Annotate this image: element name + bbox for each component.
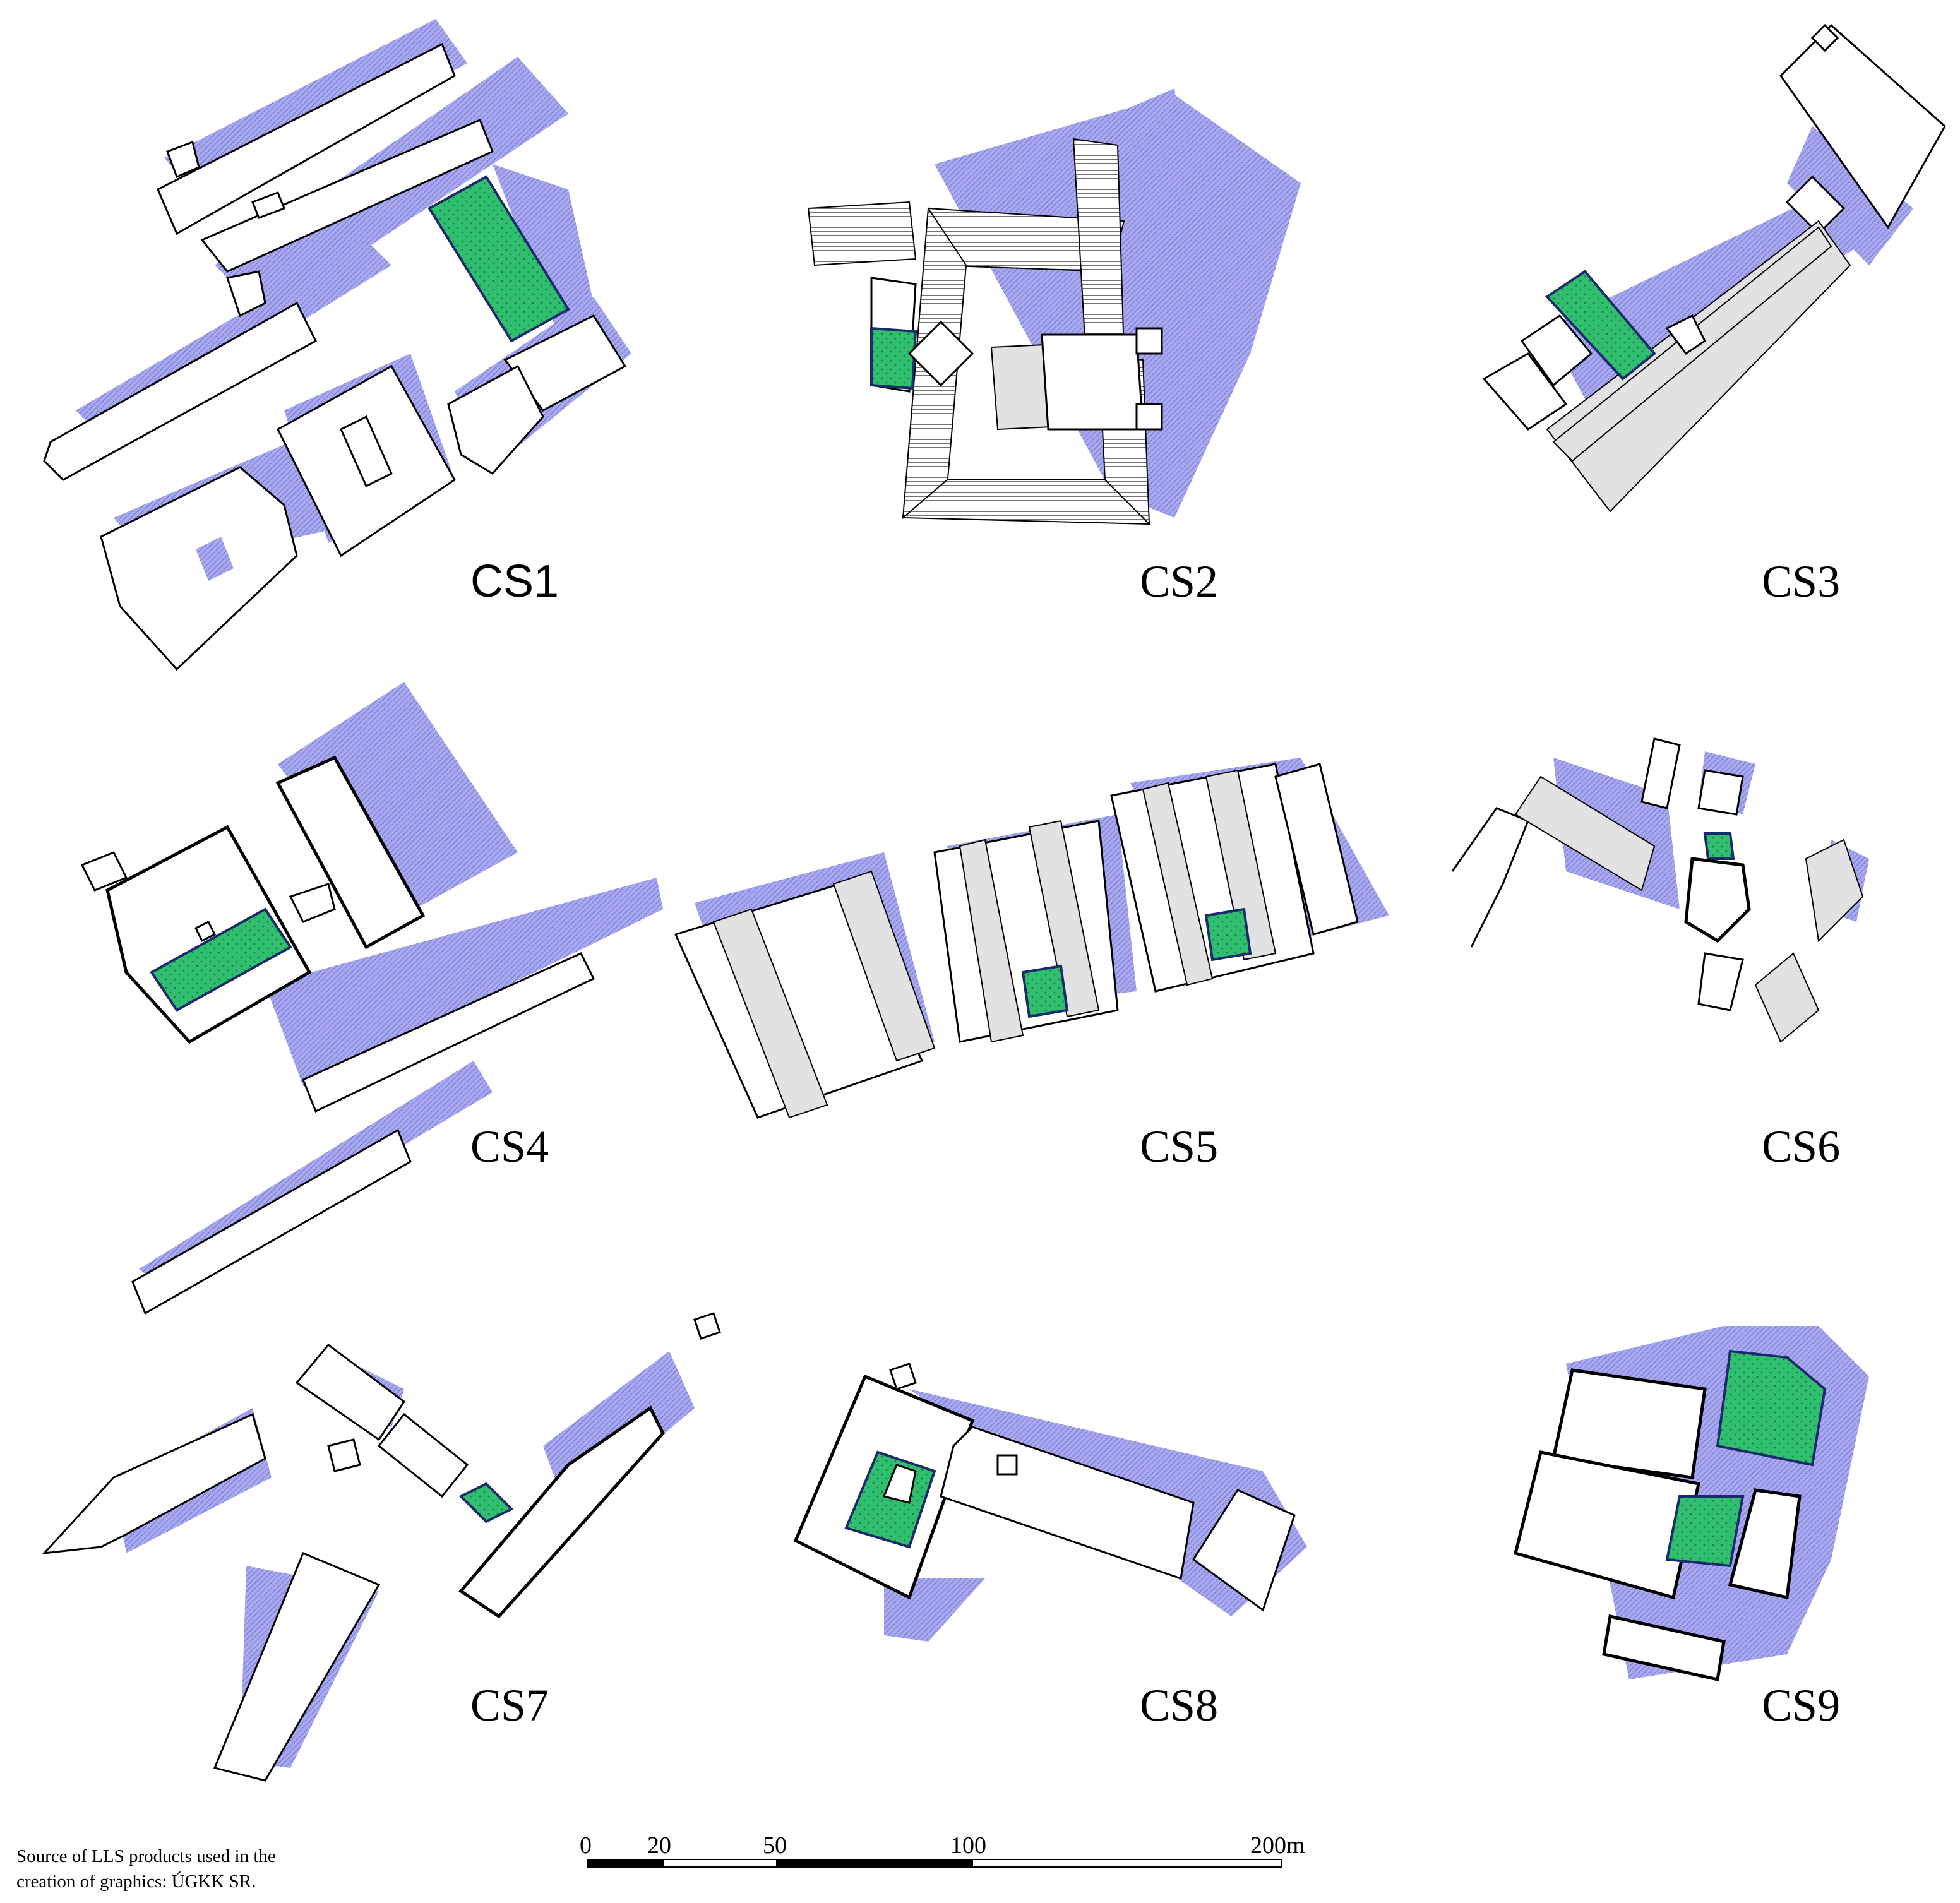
scale-tick-label: 50 — [763, 1832, 787, 1859]
tower — [996, 1454, 1018, 1476]
boundary-line — [1451, 807, 1529, 948]
panel-label: CS7 — [470, 1680, 549, 1731]
building — [882, 1464, 917, 1504]
scale-segment — [972, 1859, 1282, 1868]
source-note: Source of LLS products used in the creat… — [16, 1844, 276, 1894]
panel-label: CS2 — [1140, 556, 1218, 607]
building-roof — [959, 838, 1024, 1043]
panel-cs8: CS8 — [793, 1363, 1307, 1731]
building — [43, 301, 317, 481]
building — [1274, 763, 1359, 936]
building — [1041, 333, 1144, 431]
courtyard-green — [1665, 1495, 1745, 1568]
scale-segment — [587, 1859, 664, 1868]
tower — [1135, 327, 1163, 355]
building — [100, 466, 298, 671]
panel-label: CS5 — [1140, 1121, 1218, 1172]
panel-label: CS9 — [1762, 1680, 1840, 1731]
building — [166, 141, 200, 178]
building — [1551, 1368, 1707, 1479]
panel-label: CS6 — [1762, 1121, 1840, 1172]
building — [1520, 314, 1593, 387]
building — [1665, 314, 1706, 355]
building — [1684, 857, 1751, 943]
panel-cs5: CS5 — [674, 758, 1389, 1172]
panel-cs1: CS1 — [43, 19, 631, 671]
building-roof — [712, 908, 828, 1119]
scale-segment — [662, 1859, 777, 1868]
courtyard-green — [870, 326, 917, 390]
scale-segment — [776, 1859, 973, 1868]
source-note-line: Source of LLS products used in the — [16, 1846, 276, 1866]
courtyard-green — [1703, 832, 1735, 860]
building — [251, 191, 285, 219]
building — [295, 1343, 406, 1441]
scale-tick-label: 200m — [1250, 1832, 1305, 1859]
panel-label: CS1 — [470, 556, 559, 607]
panel-cs6: CS6 — [1451, 737, 1869, 1172]
building — [327, 1438, 361, 1472]
scale-tick-label: 20 — [647, 1832, 671, 1859]
courtyard-green — [427, 175, 570, 343]
panel-cs9: CS9 — [1513, 1326, 1869, 1731]
building — [1697, 952, 1744, 1011]
building — [1779, 23, 1946, 229]
building — [1513, 1450, 1700, 1600]
courtyard-green — [458, 1482, 514, 1524]
monument-icon — [194, 920, 217, 943]
building — [1640, 737, 1681, 809]
building — [289, 883, 336, 923]
building — [340, 415, 393, 488]
courtyard-green — [1021, 964, 1069, 1018]
building-roof — [1028, 820, 1100, 1018]
scale-tick-label: 0 — [580, 1832, 592, 1859]
building — [80, 851, 128, 892]
building — [226, 270, 266, 318]
building-cross — [907, 320, 974, 387]
courtyard-green — [150, 907, 292, 1012]
building — [377, 1412, 469, 1498]
building — [1602, 1614, 1726, 1682]
building — [447, 364, 544, 475]
building — [200, 119, 494, 273]
building — [1728, 1488, 1802, 1600]
building — [131, 1128, 412, 1315]
panel-label: CS8 — [1140, 1680, 1218, 1731]
building-roof — [1754, 952, 1820, 1043]
building-roof — [1805, 838, 1864, 943]
building — [1785, 175, 1846, 236]
building — [275, 755, 426, 950]
building — [458, 1405, 665, 1619]
courtyard-green — [1716, 1349, 1827, 1467]
building-roof — [1205, 769, 1277, 961]
scale-tick-label: 100 — [950, 1832, 986, 1859]
building-roof — [807, 201, 917, 266]
building — [693, 1312, 721, 1340]
building — [1810, 23, 1839, 52]
building-roof — [832, 870, 936, 1062]
building — [302, 952, 595, 1113]
panel-label: CS3 — [1762, 556, 1840, 607]
building — [1697, 769, 1744, 816]
panel-label: CS4 — [470, 1121, 549, 1172]
building-roof — [1142, 782, 1214, 986]
building-roof — [1514, 775, 1656, 892]
building — [42, 1412, 266, 1554]
building — [213, 1552, 381, 1782]
building — [889, 1363, 917, 1390]
scale-bar: 0 20 50 100 200m — [580, 1832, 1305, 1868]
building — [1482, 352, 1568, 431]
panel-cs7: CS7 — [42, 1312, 721, 1782]
source-note-line: creation of graphics: ÚGKK SR. — [16, 1871, 256, 1892]
courtyard-green — [1204, 907, 1252, 962]
courtyard-green — [1545, 270, 1656, 381]
panel-cs3: CS3 — [1482, 23, 1946, 607]
panel-cs4: CS4 — [80, 682, 663, 1315]
building — [1192, 1489, 1296, 1612]
building — [157, 42, 456, 236]
tower — [1135, 403, 1163, 431]
panel-cs2: CS2 — [807, 88, 1301, 607]
